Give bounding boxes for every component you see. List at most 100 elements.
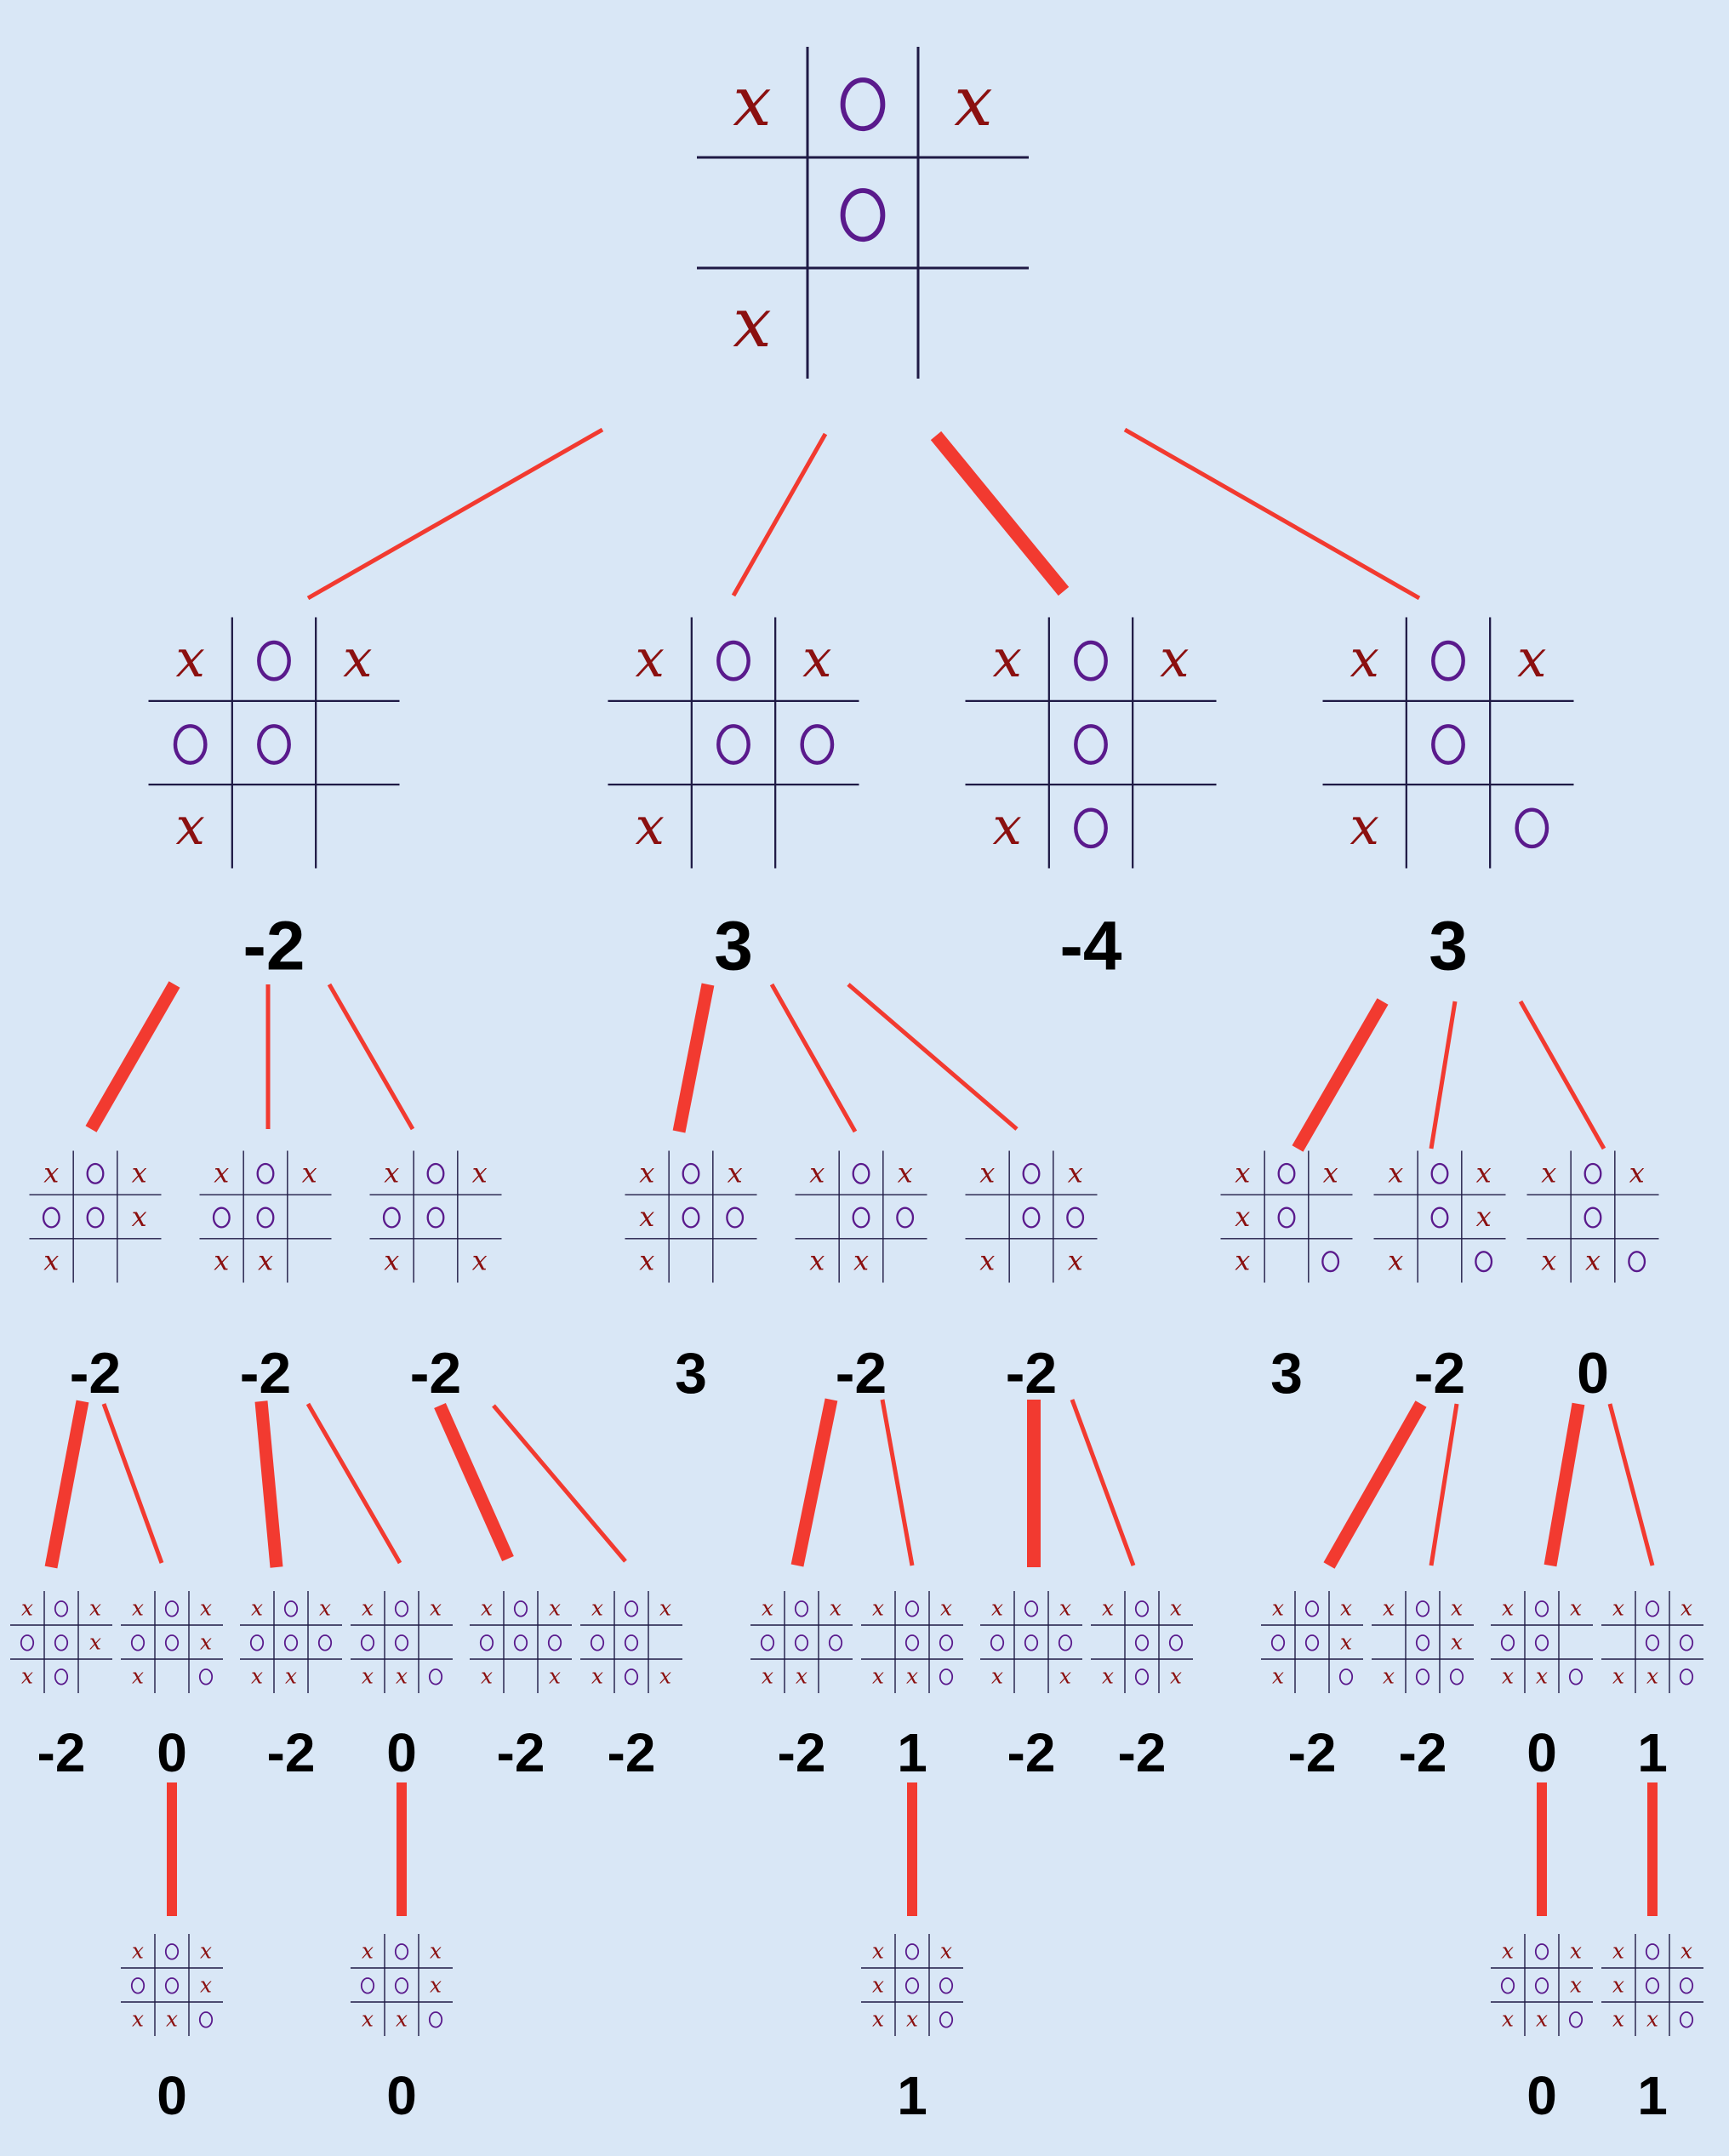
- o-mark: [1628, 1251, 1646, 1273]
- o-mark: [840, 188, 886, 242]
- x-mark: x: [214, 1156, 229, 1189]
- o-mark: [1583, 1206, 1602, 1229]
- o-mark: [1431, 640, 1465, 682]
- node-score: -2: [1118, 1722, 1167, 1783]
- x-mark: x: [132, 1596, 144, 1621]
- x-mark: x: [992, 796, 1021, 857]
- o-mark: [682, 1162, 700, 1184]
- x-mark: x: [1629, 1156, 1645, 1189]
- best-move-edge: [1292, 998, 1389, 1152]
- move-edge: [847, 983, 1019, 1131]
- x-mark: x: [1502, 1939, 1514, 1964]
- o-mark: [624, 1634, 639, 1651]
- o-mark: [513, 1600, 528, 1617]
- x-mark: x: [1102, 1596, 1114, 1621]
- node-score: 0: [1526, 1722, 1557, 1783]
- x-mark: x: [991, 1664, 1003, 1689]
- x-mark: x: [853, 1245, 869, 1277]
- o-mark: [1338, 1668, 1354, 1685]
- o-mark: [1679, 1977, 1694, 1994]
- x-mark: x: [214, 1245, 229, 1277]
- o-mark: [360, 1977, 375, 1994]
- o-mark: [1134, 1600, 1150, 1617]
- x-mark: x: [1059, 1596, 1071, 1621]
- x-mark: x: [635, 629, 664, 689]
- move-edge: [1123, 427, 1421, 601]
- o-mark: [256, 1162, 275, 1184]
- x-mark: x: [258, 1245, 273, 1277]
- x-mark: x: [1068, 1156, 1083, 1189]
- node-score: 0: [386, 2065, 417, 2126]
- move-edge: [305, 1402, 402, 1565]
- node-score: 0: [157, 2065, 187, 2126]
- x-mark: x: [200, 1973, 212, 1998]
- move-edge: [1429, 1403, 1459, 1566]
- o-mark: [257, 724, 291, 765]
- best-move-edge: [672, 983, 715, 1133]
- o-mark: [257, 640, 291, 682]
- x-mark: x: [979, 1245, 995, 1277]
- node-score: 0: [157, 1722, 187, 1783]
- o-mark: [1583, 1162, 1602, 1184]
- x-mark: x: [362, 1596, 374, 1621]
- node-score: -2: [1007, 1722, 1056, 1783]
- node-score: 1: [1637, 2065, 1668, 2126]
- o-mark: [904, 1943, 920, 1960]
- o-mark: [1568, 2011, 1583, 2028]
- o-mark: [1024, 1600, 1039, 1617]
- o-mark: [394, 1977, 409, 1994]
- node-score: -2: [243, 908, 305, 985]
- o-mark: [1679, 1668, 1694, 1685]
- x-mark: x: [1340, 1630, 1352, 1655]
- move-edge: [1429, 1001, 1458, 1149]
- x-mark: x: [175, 629, 204, 689]
- o-mark: [164, 1600, 180, 1617]
- o-mark: [1415, 1634, 1430, 1651]
- x-mark: x: [1517, 629, 1546, 689]
- x-mark: x: [1160, 629, 1189, 689]
- x-mark: x: [472, 1156, 488, 1189]
- o-mark: [939, 1668, 954, 1685]
- o-mark: [800, 724, 835, 765]
- x-mark: x: [362, 1664, 374, 1689]
- x-mark: x: [166, 2007, 178, 2032]
- o-mark: [173, 724, 208, 765]
- o-mark: [283, 1600, 299, 1617]
- x-mark: x: [733, 283, 771, 363]
- x-mark: x: [132, 1156, 147, 1189]
- x-mark: x: [384, 1245, 399, 1277]
- best-move-edge: [85, 981, 180, 1132]
- node-score: -2: [267, 1722, 316, 1783]
- o-mark: [256, 1206, 275, 1229]
- x-mark: x: [396, 2007, 408, 2032]
- x-mark: x: [1502, 2007, 1514, 2032]
- best-move-edge: [254, 1400, 283, 1568]
- node-score: -2: [70, 1341, 121, 1406]
- x-mark: x: [21, 1596, 33, 1621]
- o-mark: [212, 1206, 231, 1229]
- best-move-edge: [44, 1400, 89, 1569]
- o-mark: [624, 1600, 639, 1617]
- x-mark: x: [1383, 1664, 1395, 1689]
- o-mark: [1534, 1977, 1549, 1994]
- o-mark: [896, 1206, 915, 1229]
- o-mark: [904, 1977, 920, 1994]
- o-mark: [1321, 1251, 1340, 1273]
- o-mark: [1645, 1600, 1660, 1617]
- x-mark: x: [830, 1596, 842, 1621]
- o-mark: [164, 1977, 180, 1994]
- x-mark: x: [1272, 1596, 1284, 1621]
- x-mark: x: [762, 1664, 773, 1689]
- x-mark: x: [1536, 2007, 1548, 2032]
- o-mark: [1679, 1634, 1694, 1651]
